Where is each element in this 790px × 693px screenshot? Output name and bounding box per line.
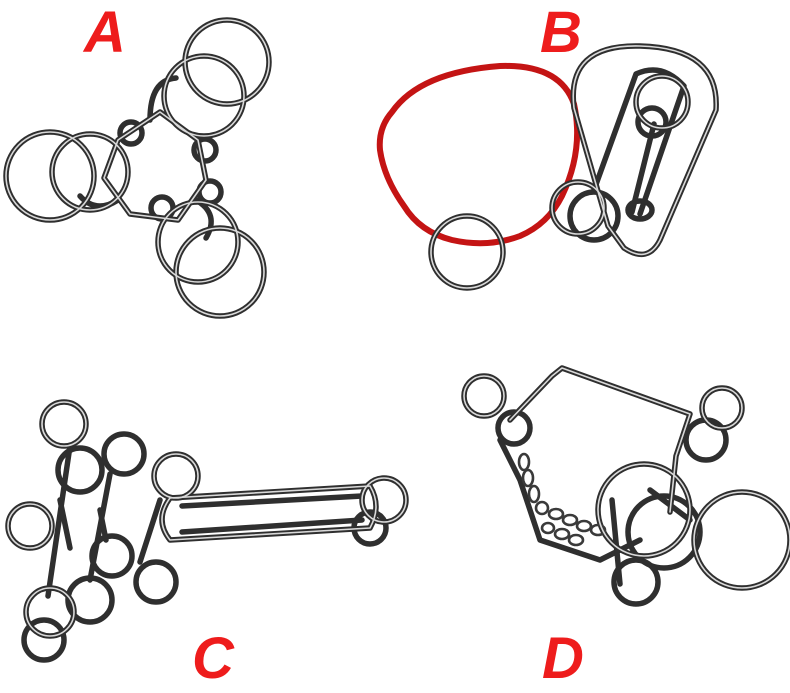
puzzle-label-d: D [542,626,584,691]
puzzle-b-pin [629,121,657,215]
puzzle-a-small-ring-3 [148,194,176,222]
puzzle-c [5,399,409,663]
puzzle-a-hook-top [147,75,179,123]
puzzle-c-end-ring-2 [351,509,389,547]
puzzle-c-ring-2 [55,445,105,495]
puzzle-c-ring-9 [65,575,115,625]
puzzle-b-pin-eye [625,198,655,222]
puzzle-d-ring-bottom [611,557,661,607]
puzzle-label-c: C [192,626,234,691]
puzzle-a-small-ring-2 [191,136,219,164]
puzzle-d-lower-frame [497,437,643,563]
puzzle-b [376,43,719,291]
puzzle-c-ring-3 [101,431,147,477]
puzzle-d [461,365,790,607]
puzzle-b-red-loop [376,62,581,247]
puzzle-c-cross-wires [57,497,109,551]
puzzle-c-ring-7 [133,559,179,605]
puzzle-c-long-loop-inner [179,493,365,535]
puzzle-label-a: A [84,0,126,65]
puzzle-b-ring-lower-2 [567,189,621,243]
puzzle-c-ring-10 [21,617,67,663]
puzzle-a [3,17,272,319]
puzzle-label-b: B [540,0,582,65]
puzzle-a-small-ring-1 [117,119,145,147]
puzzle-d-chain [517,452,607,547]
puzzle-d-ring-center-2 [625,493,703,571]
puzzle-a-small-ring-4 [196,178,224,206]
puzzle-c-frame-wires [45,443,163,599]
puzzle-d-ring-right-2 [683,417,729,463]
